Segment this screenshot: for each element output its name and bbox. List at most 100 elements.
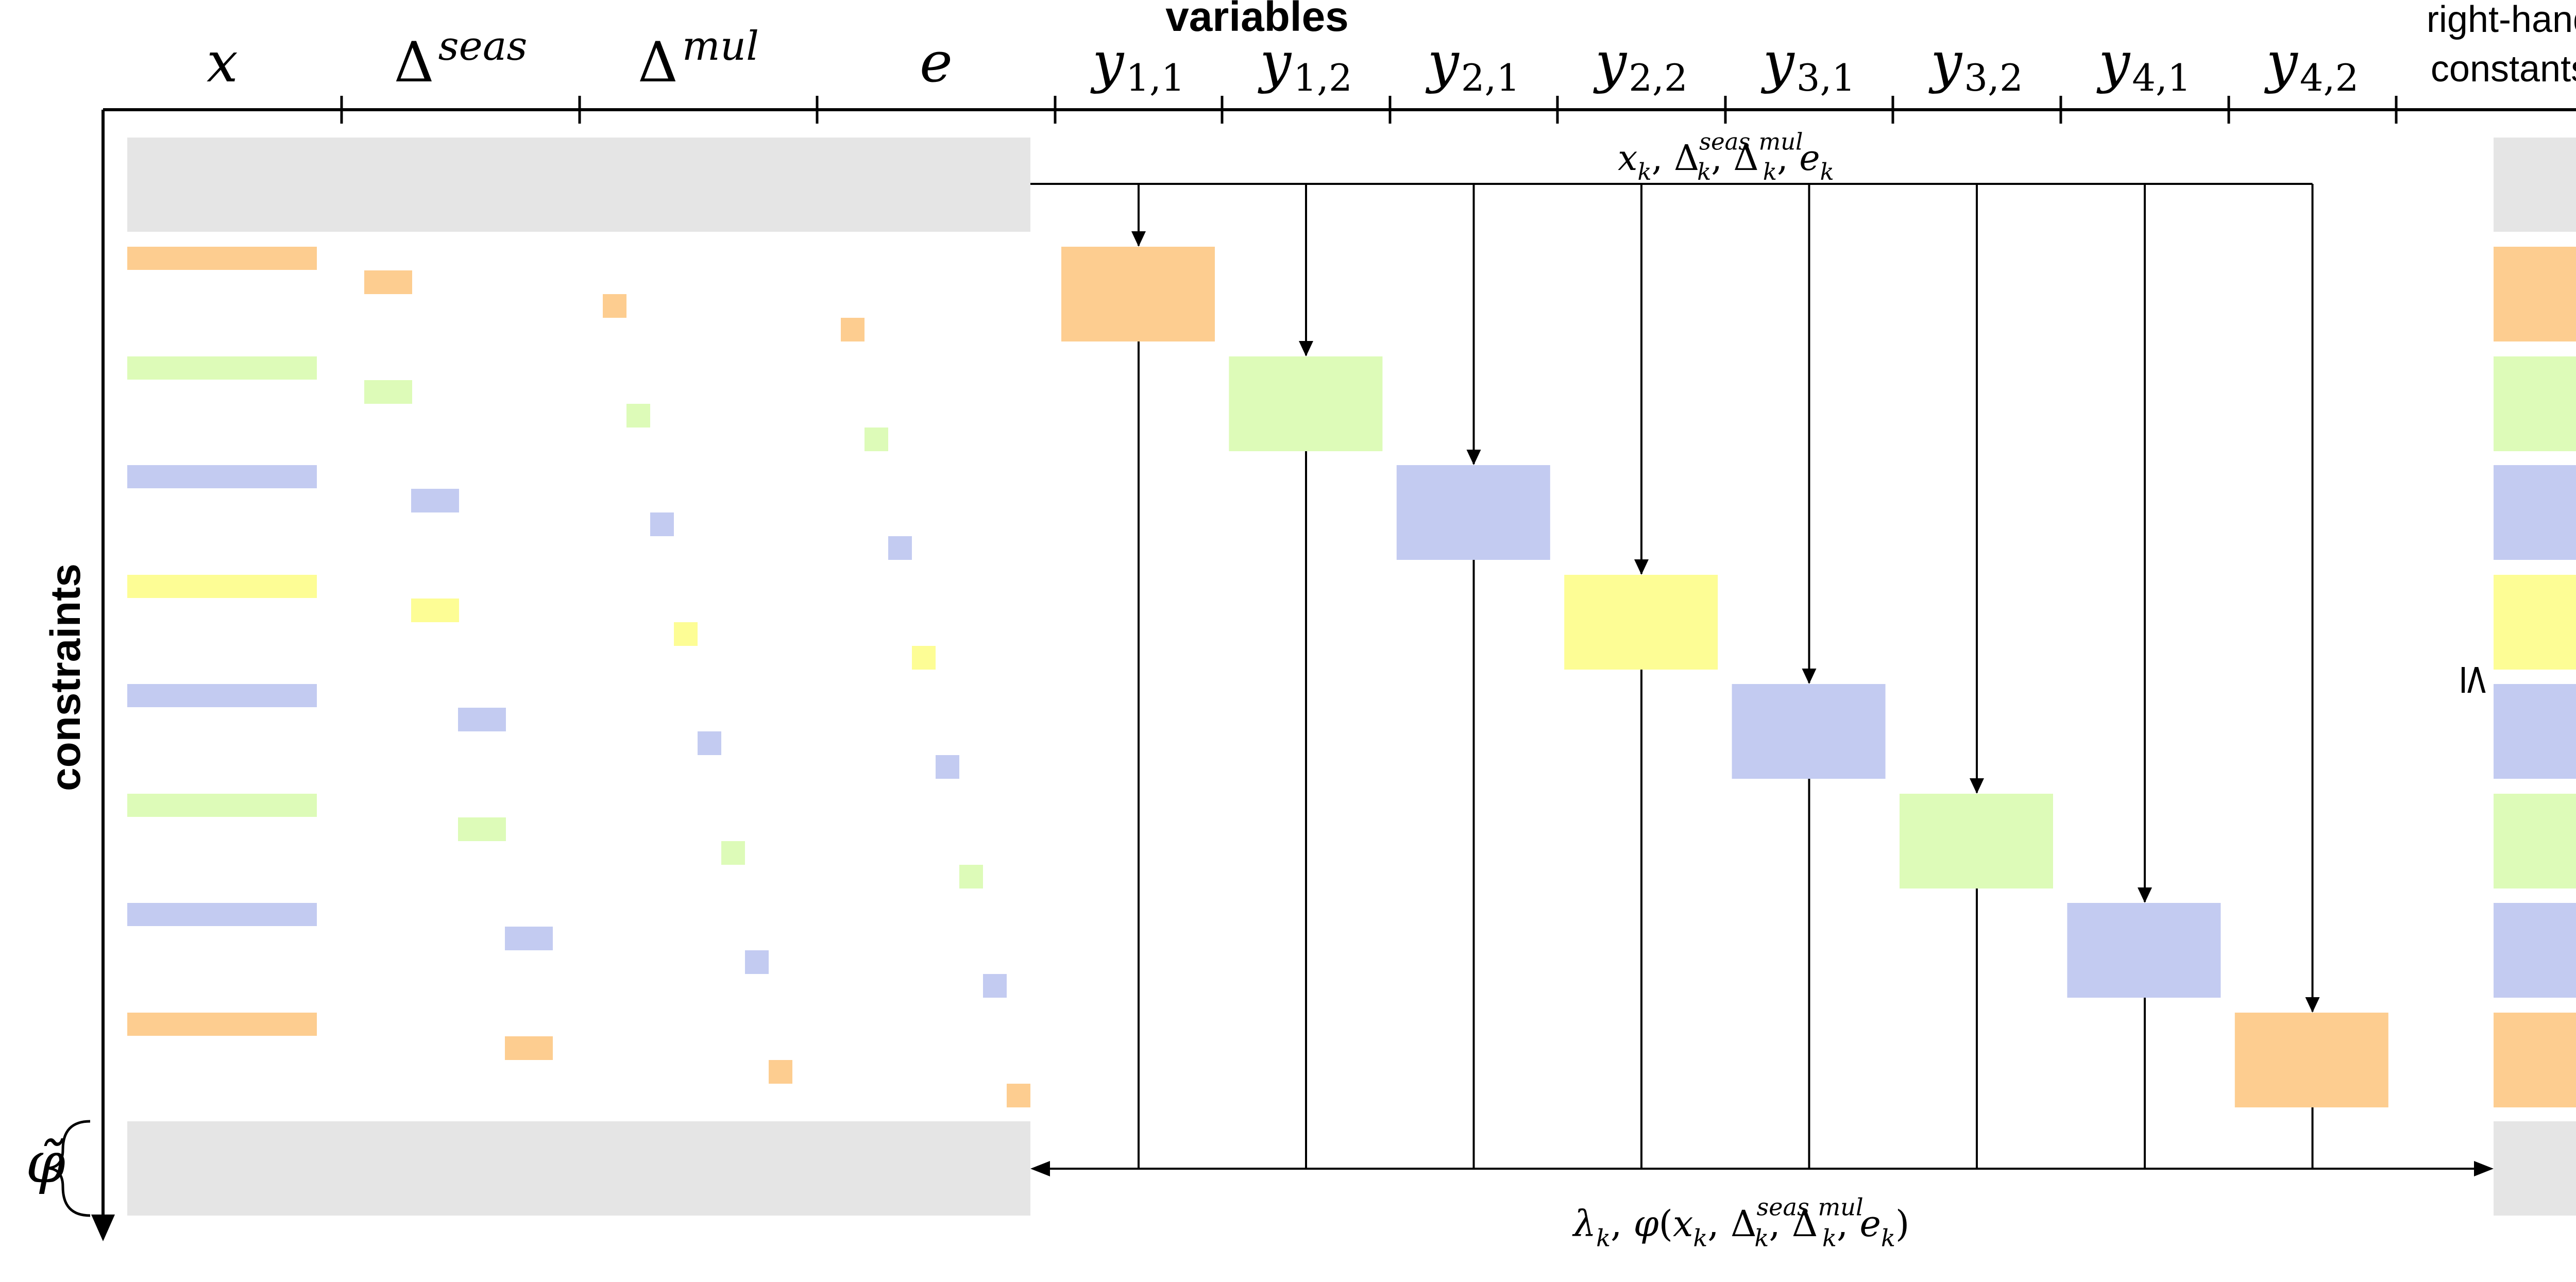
column-label-superscript: mul xyxy=(682,23,759,70)
rhs-label-line1: right-hand xyxy=(2427,0,2576,40)
column-label-base: e xyxy=(920,30,953,95)
column-label-subscript: 4,2 xyxy=(2300,56,2359,99)
arrowhead xyxy=(1466,450,1481,465)
x-coefficient-bar xyxy=(127,356,317,380)
column-label-base: y xyxy=(1257,30,1292,95)
x-coefficient-bar xyxy=(127,903,317,926)
column-label: y1,1 xyxy=(1090,30,1185,99)
delta-seas-coefficient xyxy=(458,817,506,841)
x-coefficient-bar xyxy=(127,465,317,488)
column-label-subscript: 1,1 xyxy=(1126,56,1185,99)
column-label: y3,2 xyxy=(1928,30,2023,99)
column-label-base: y xyxy=(2264,30,2299,95)
y-variable-block xyxy=(2067,903,2221,998)
rhs-constant-block xyxy=(2494,356,2576,451)
delta-mul-coefficient xyxy=(769,1060,792,1084)
e-coefficient xyxy=(841,318,865,341)
bottom-arrowhead-left xyxy=(1030,1161,1050,1176)
column-label: y1,2 xyxy=(1257,30,1352,99)
rhs-label-line2: constants xyxy=(2431,48,2576,90)
y-variable-block xyxy=(1229,356,1383,451)
column-label-base: y xyxy=(1592,30,1628,95)
rhs-constant-block xyxy=(2494,903,2576,998)
column-label-base: y xyxy=(1090,30,1125,95)
column-label-subscript: 1,2 xyxy=(1293,56,1352,99)
bottom-arrowhead-right xyxy=(2474,1161,2494,1176)
column-label: e xyxy=(920,30,953,95)
column-label-base: Δ xyxy=(394,30,434,95)
e-coefficient xyxy=(865,428,888,451)
rhs-constant-block xyxy=(2494,684,2576,779)
delta-seas-coefficient xyxy=(364,380,412,404)
column-label-subscript: 2,1 xyxy=(1461,56,1520,99)
delta-seas-coefficient xyxy=(411,599,459,622)
delta-mul-coefficient xyxy=(745,950,769,974)
axis-ticks xyxy=(340,96,2398,124)
column-label: y2,2 xyxy=(1592,30,1688,99)
x-coefficient-bar xyxy=(127,684,317,707)
delta-mul-coefficient xyxy=(626,404,650,428)
rhs-constant-block xyxy=(2494,465,2576,560)
rhs-bottom-gray-bar xyxy=(2494,1121,2576,1216)
constraints-label: constraints xyxy=(42,563,89,791)
x-coefficient-bar xyxy=(127,1013,317,1036)
e-coefficient xyxy=(936,755,959,779)
e-coefficient xyxy=(888,536,912,560)
arrowhead xyxy=(2138,887,2152,903)
bottom-gray-bar xyxy=(127,1121,1030,1216)
column-label-base: y xyxy=(1760,30,1795,95)
constraints-axis-arrowhead xyxy=(91,1215,115,1241)
y-variable-block xyxy=(1732,684,1886,779)
column-label: x xyxy=(207,30,238,95)
arrowhead xyxy=(1970,778,1984,794)
delta-mul-coefficient xyxy=(674,622,698,646)
variables-label: variables xyxy=(1165,0,1349,40)
arrowhead xyxy=(2305,997,2320,1013)
rhs-constant-block xyxy=(2494,794,2576,888)
colored-blocks xyxy=(127,247,2576,1107)
delta-seas-coefficient xyxy=(411,489,459,512)
column-label: y3,1 xyxy=(1760,30,1856,99)
delta-mul-coefficient xyxy=(650,512,674,536)
delta-seas-coefficient xyxy=(505,1036,553,1060)
delta-mul-coefficient xyxy=(721,841,745,865)
column-label-base: x xyxy=(207,30,238,95)
x-coefficient-bar xyxy=(127,247,317,270)
rhs-top-gray-bar xyxy=(2494,138,2576,232)
column-label-base: y xyxy=(2096,30,2131,95)
column-label-base: Δ xyxy=(638,30,678,95)
rhs-constant-block xyxy=(2494,1013,2576,1107)
axes xyxy=(91,96,2576,1241)
e-coefficient xyxy=(959,865,983,888)
delta-seas-coefficient xyxy=(505,927,553,950)
y-variable-block xyxy=(1564,575,1718,670)
connector-lines xyxy=(1030,183,2494,1176)
arrowhead xyxy=(1634,559,1649,575)
e-coefficient xyxy=(912,646,936,670)
y-variable-block xyxy=(1061,247,1215,341)
column-label-subscript: 3,2 xyxy=(1964,56,2023,99)
y-variable-block xyxy=(1396,465,1550,560)
top-gray-bar xyxy=(127,138,1030,232)
column-label: y4,2 xyxy=(2264,30,2359,99)
x-coefficient-bar xyxy=(127,794,317,817)
column-label: y2,1 xyxy=(1425,30,1520,99)
gray-bars xyxy=(127,138,2576,1216)
column-label: y4,1 xyxy=(2096,30,2191,99)
x-coefficient-bar xyxy=(127,575,317,598)
y-variable-block xyxy=(2234,1013,2388,1107)
column-label-subscript: 3,1 xyxy=(1797,56,1856,99)
arrowhead xyxy=(1299,341,1313,356)
delta-mul-coefficient xyxy=(603,294,626,318)
column-label-subscript: 4,1 xyxy=(2132,56,2191,99)
leq-symbol: ≤ xyxy=(2452,662,2500,697)
rhs-constant-block xyxy=(2494,575,2576,670)
